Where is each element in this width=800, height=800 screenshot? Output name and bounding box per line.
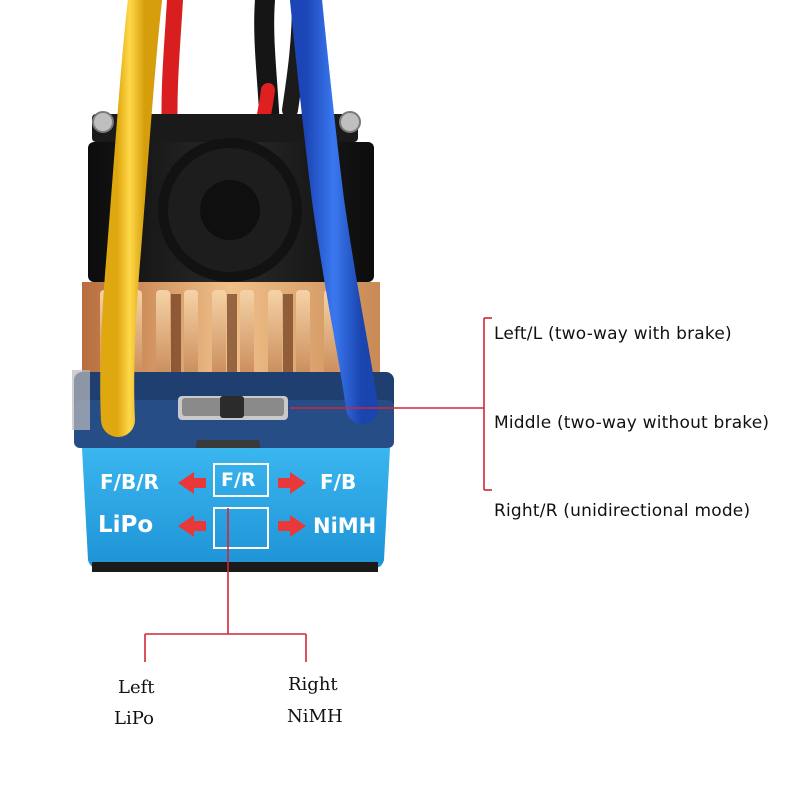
yellow-wire (100, 0, 162, 437)
pcb-body (72, 370, 394, 454)
mode-middle-annotation: Middle (two-way without brake) (494, 413, 770, 433)
cooling-fan (88, 138, 374, 282)
battery-left-annotation-line2: LiPo (114, 708, 154, 729)
battery-left-annotation-line1: Left (118, 677, 155, 698)
panel-fr-label: F/R (221, 469, 256, 491)
blue-wire (290, 0, 378, 424)
mode-left-annotation: Left/L (two-way with brake) (494, 324, 732, 344)
panel-fbr-label: F/B/R (100, 470, 159, 494)
label-panel (82, 448, 390, 572)
panel-lipo-label: LiPo (98, 512, 154, 538)
mode-right-annotation: Right/R (unidirectional mode) (494, 501, 751, 521)
battery-right-annotation-line2: NiMH (287, 706, 343, 727)
battery-right-annotation-line1: Right (288, 674, 338, 695)
panel-nimh-label: NiMH (313, 514, 377, 538)
leader-lines (144, 317, 492, 662)
panel-fb-label: F/B (320, 470, 357, 494)
